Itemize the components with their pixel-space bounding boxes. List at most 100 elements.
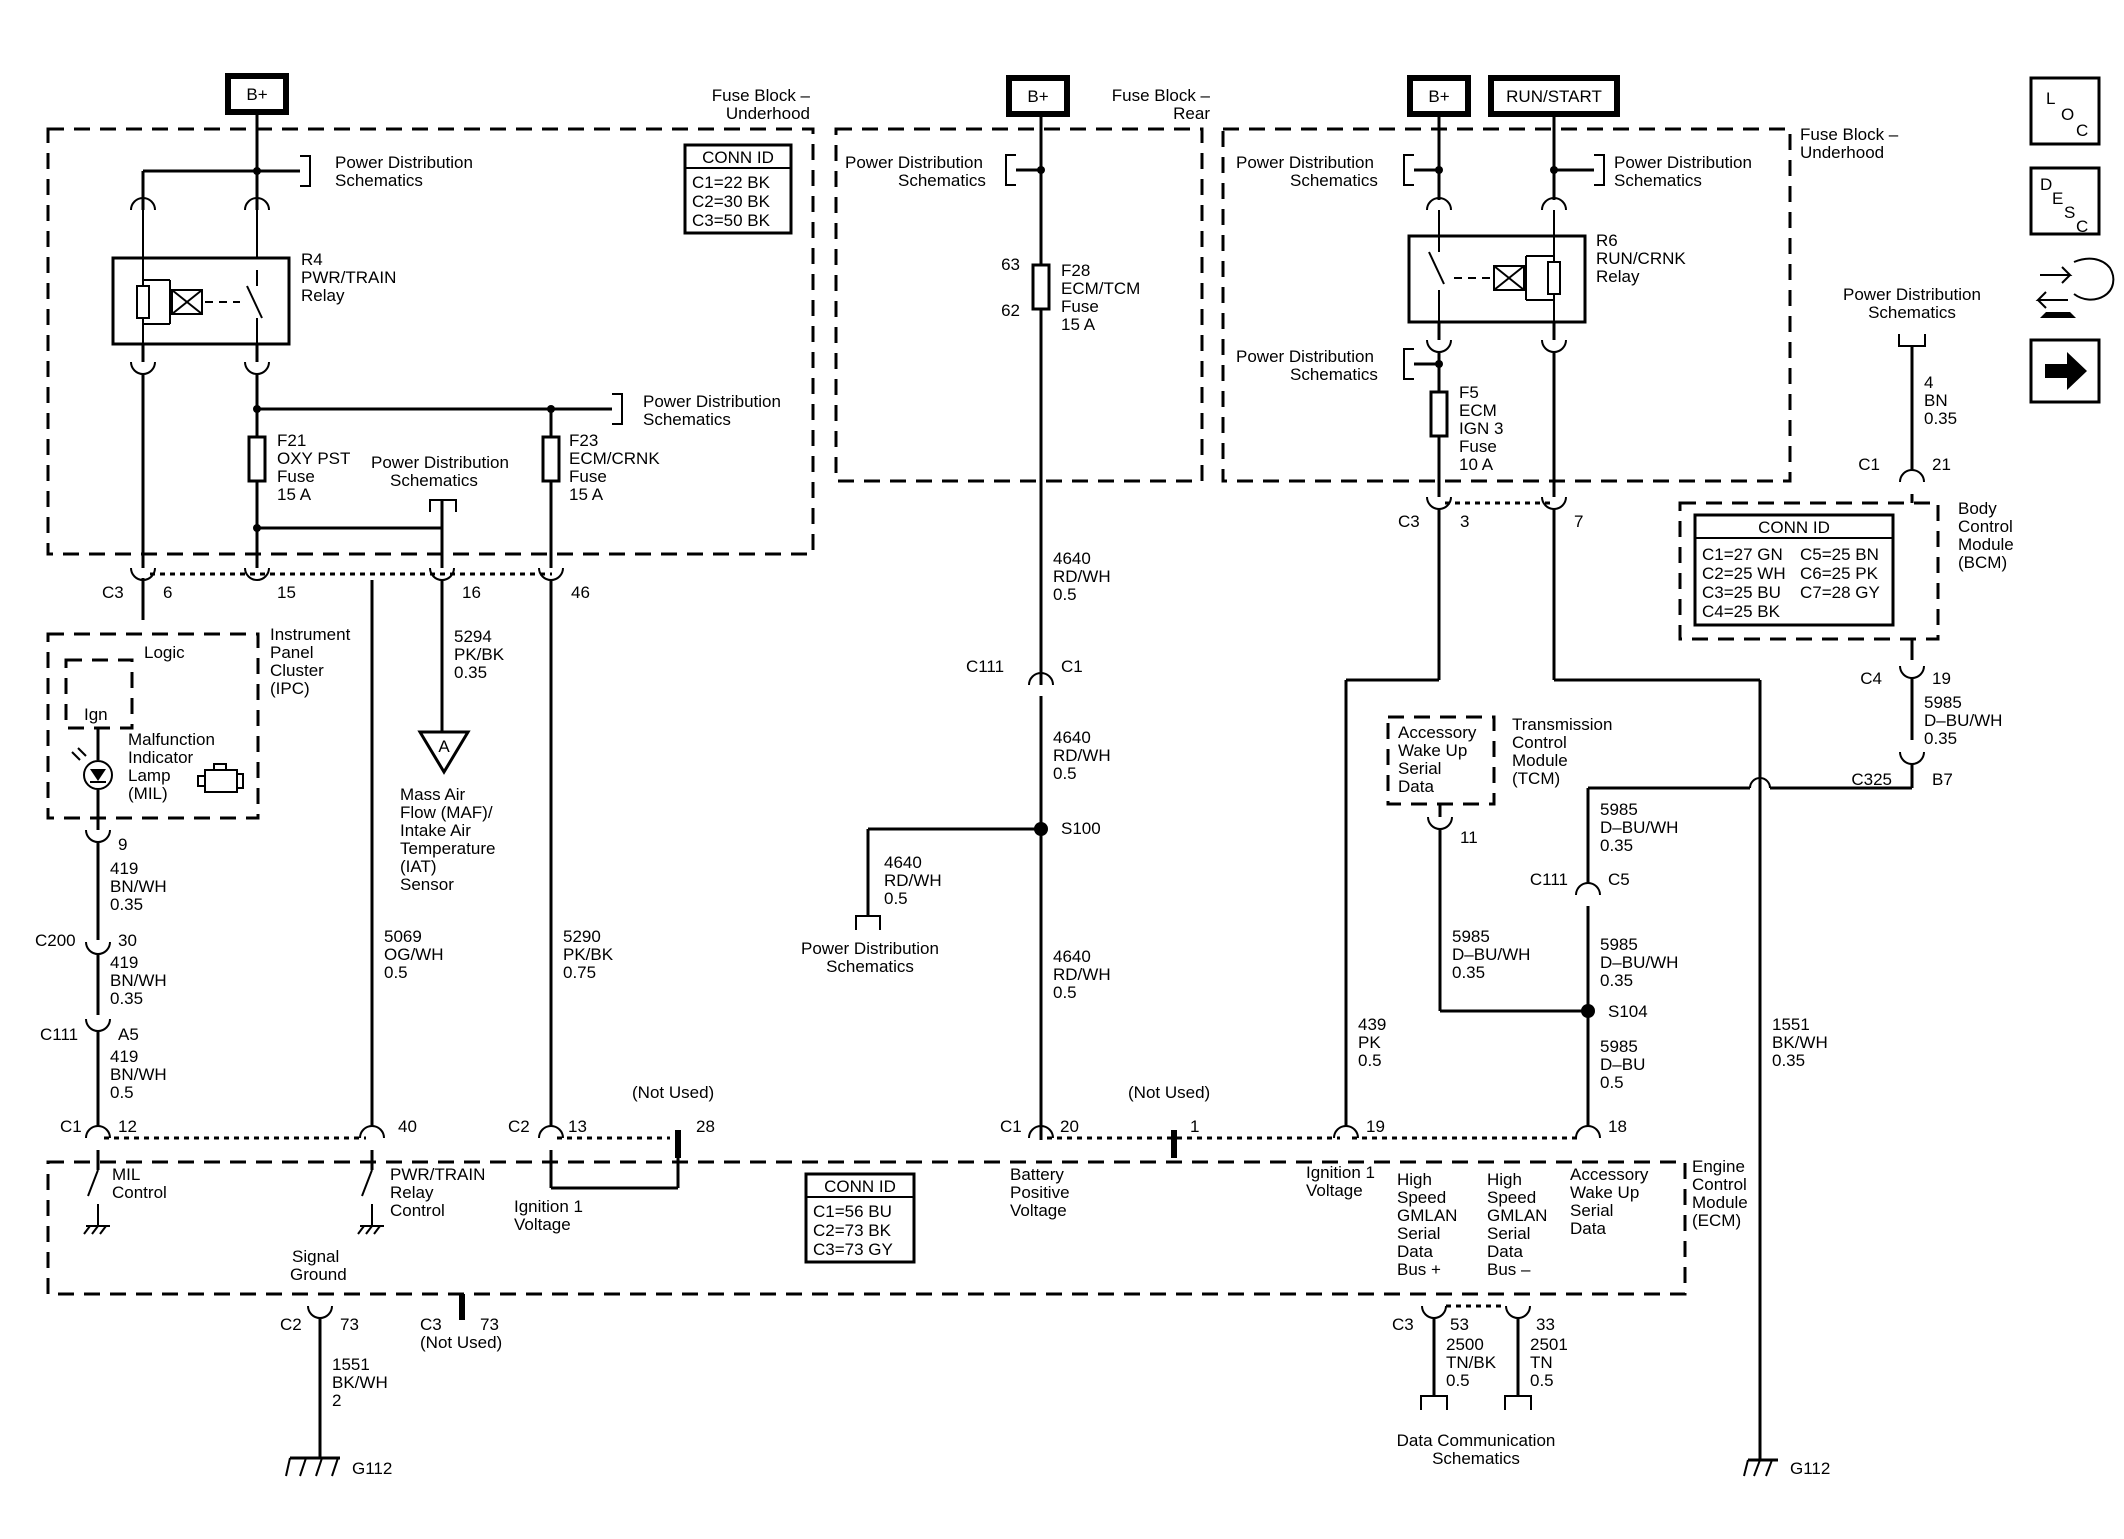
svg-text:S104: S104 bbox=[1608, 1002, 1648, 1021]
svg-text:C5: C5 bbox=[1608, 870, 1630, 889]
svg-text:Intake Air: Intake Air bbox=[400, 821, 471, 840]
svg-text:2500: 2500 bbox=[1446, 1335, 1484, 1354]
body-control-module bbox=[1678, 501, 1940, 641]
svg-text:BK/WH: BK/WH bbox=[1772, 1033, 1828, 1052]
svg-text:0.5: 0.5 bbox=[1600, 1073, 1624, 1092]
svg-text:Wake Up: Wake Up bbox=[1570, 1183, 1639, 1202]
svg-text:(BCM): (BCM) bbox=[1958, 553, 2007, 572]
svg-text:A: A bbox=[438, 737, 450, 756]
svg-text:Schematics: Schematics bbox=[1432, 1449, 1520, 1468]
svg-text:40: 40 bbox=[398, 1117, 417, 1136]
svg-text:MIL: MIL bbox=[112, 1165, 140, 1184]
svg-text:Data Communication: Data Communication bbox=[1397, 1431, 1556, 1450]
svg-text:C1: C1 bbox=[60, 1117, 82, 1136]
svg-text:20: 20 bbox=[1060, 1117, 1079, 1136]
svg-text:C6=25 PK: C6=25 PK bbox=[1800, 564, 1879, 583]
svg-text:F21: F21 bbox=[277, 431, 306, 450]
svg-text:Schematics: Schematics bbox=[335, 171, 423, 190]
svg-text:RD/WH: RD/WH bbox=[1053, 567, 1111, 586]
svg-text:ECM/CRNK: ECM/CRNK bbox=[569, 449, 660, 468]
svg-text:Power Distribution: Power Distribution bbox=[1614, 153, 1752, 172]
svg-text:Power Distribution: Power Distribution bbox=[1236, 153, 1374, 172]
svg-text:Schematics: Schematics bbox=[1290, 171, 1378, 190]
svg-text:33: 33 bbox=[1536, 1315, 1555, 1334]
svg-text:Control: Control bbox=[390, 1201, 445, 1220]
svg-text:Voltage: Voltage bbox=[1010, 1201, 1067, 1220]
svg-text:(Not Used): (Not Used) bbox=[632, 1083, 714, 1102]
svg-text:Relay: Relay bbox=[1596, 267, 1640, 286]
svg-text:C1=22 BK: C1=22 BK bbox=[692, 173, 771, 192]
svg-text:Module: Module bbox=[1958, 535, 2014, 554]
svg-text:Data: Data bbox=[1398, 777, 1434, 796]
svg-text:Fuse: Fuse bbox=[1061, 297, 1099, 316]
svg-text:C2: C2 bbox=[280, 1315, 302, 1334]
svg-text:Ign: Ign bbox=[84, 705, 108, 724]
svg-text:439: 439 bbox=[1358, 1015, 1386, 1034]
svg-text:3: 3 bbox=[1460, 512, 1469, 531]
svg-text:Bus –: Bus – bbox=[1487, 1260, 1531, 1279]
svg-text:19: 19 bbox=[1366, 1117, 1385, 1136]
svg-text:4640: 4640 bbox=[884, 853, 922, 872]
svg-text:(TCM): (TCM) bbox=[1512, 769, 1560, 788]
svg-text:15: 15 bbox=[277, 583, 296, 602]
svg-text:C5=25 BN: C5=25 BN bbox=[1800, 545, 1879, 564]
f21-oxy-pst-fuse: F21 OXY PST Fuse 15 A bbox=[247, 431, 350, 504]
next-page-arrow-button[interactable] bbox=[2029, 338, 2101, 404]
svg-text:0.5: 0.5 bbox=[884, 889, 908, 908]
svg-text:OXY PST: OXY PST bbox=[277, 449, 350, 468]
svg-text:ECM/TCM: ECM/TCM bbox=[1061, 279, 1140, 298]
svg-text:C1=56 BU: C1=56 BU bbox=[813, 1202, 892, 1221]
svg-text:Battery: Battery bbox=[1010, 1165, 1064, 1184]
svg-text:2501: 2501 bbox=[1530, 1335, 1568, 1354]
svg-text:10 A: 10 A bbox=[1459, 455, 1494, 474]
svg-text:0.5: 0.5 bbox=[1358, 1051, 1382, 1070]
description-button[interactable]: D E S C bbox=[2029, 166, 2101, 236]
svg-text:15 A: 15 A bbox=[1061, 315, 1096, 334]
svg-text:5985: 5985 bbox=[1600, 1037, 1638, 1056]
svg-text:C2: C2 bbox=[508, 1117, 530, 1136]
svg-text:Fuse: Fuse bbox=[569, 467, 607, 486]
svg-text:C4: C4 bbox=[1860, 669, 1882, 688]
svg-text:C1: C1 bbox=[1061, 657, 1083, 676]
ecm-c1-c2-connectors: C1 12 40 C2 13 28 (Not Used) C1 20 1 (No… bbox=[60, 1083, 1627, 1158]
svg-text:73: 73 bbox=[340, 1315, 359, 1334]
svg-text:Schematics: Schematics bbox=[826, 957, 914, 976]
svg-text:Ground: Ground bbox=[290, 1265, 347, 1284]
svg-text:BN/WH: BN/WH bbox=[110, 971, 167, 990]
svg-text:G112: G112 bbox=[352, 1459, 392, 1478]
svg-text:D–BU/WH: D–BU/WH bbox=[1452, 945, 1530, 964]
svg-text:F23: F23 bbox=[569, 431, 598, 450]
svg-text:OG/WH: OG/WH bbox=[384, 945, 444, 964]
svg-text:Body: Body bbox=[1958, 499, 1997, 518]
svg-text:TN/BK: TN/BK bbox=[1446, 1353, 1497, 1372]
svg-text:1551: 1551 bbox=[1772, 1015, 1810, 1034]
svg-text:C200: C200 bbox=[35, 931, 76, 950]
svg-text:30: 30 bbox=[118, 931, 137, 950]
svg-text:4640: 4640 bbox=[1053, 549, 1091, 568]
maf-iat-sensor-label: Mass Air bbox=[400, 785, 466, 804]
svg-text:Sensor: Sensor bbox=[400, 875, 454, 894]
svg-text:C3: C3 bbox=[102, 583, 124, 602]
svg-text:Data: Data bbox=[1570, 1219, 1606, 1238]
svg-text:Panel: Panel bbox=[270, 643, 313, 662]
svg-text:C1: C1 bbox=[1000, 1117, 1022, 1136]
svg-text:Voltage: Voltage bbox=[1306, 1181, 1363, 1200]
svg-text:53: 53 bbox=[1450, 1315, 1469, 1334]
svg-text:G112: G112 bbox=[1790, 1459, 1830, 1478]
svg-text:RUN/START: RUN/START bbox=[1506, 87, 1602, 106]
svg-text:13: 13 bbox=[568, 1117, 587, 1136]
c3-left-connector: C3 6 15 16 46 bbox=[102, 567, 590, 602]
f5-ecm-ign3-fuse: F5 ECM IGN 3 Fuse 10 A bbox=[1429, 383, 1503, 474]
svg-text:Bus +: Bus + bbox=[1397, 1260, 1441, 1279]
ecm-c2-c3-bottom-connectors: C2 73 C3 73 (Not Used) C3 53 33 bbox=[280, 1294, 1555, 1352]
svg-text:C3=25 BU: C3=25 BU bbox=[1702, 583, 1781, 602]
connector-end-view-icon[interactable] bbox=[2035, 257, 2115, 318]
svg-text:5985: 5985 bbox=[1600, 935, 1638, 954]
svg-text:18: 18 bbox=[1608, 1117, 1627, 1136]
ground-g112-right-icon bbox=[1743, 1458, 1778, 1477]
svg-text:0.35: 0.35 bbox=[1772, 1051, 1805, 1070]
engine-control-module bbox=[46, 1160, 1687, 1296]
svg-text:R6: R6 bbox=[1596, 231, 1618, 250]
location-button[interactable]: L O C bbox=[2029, 76, 2101, 146]
svg-text:Power Distribution: Power Distribution bbox=[371, 453, 509, 472]
